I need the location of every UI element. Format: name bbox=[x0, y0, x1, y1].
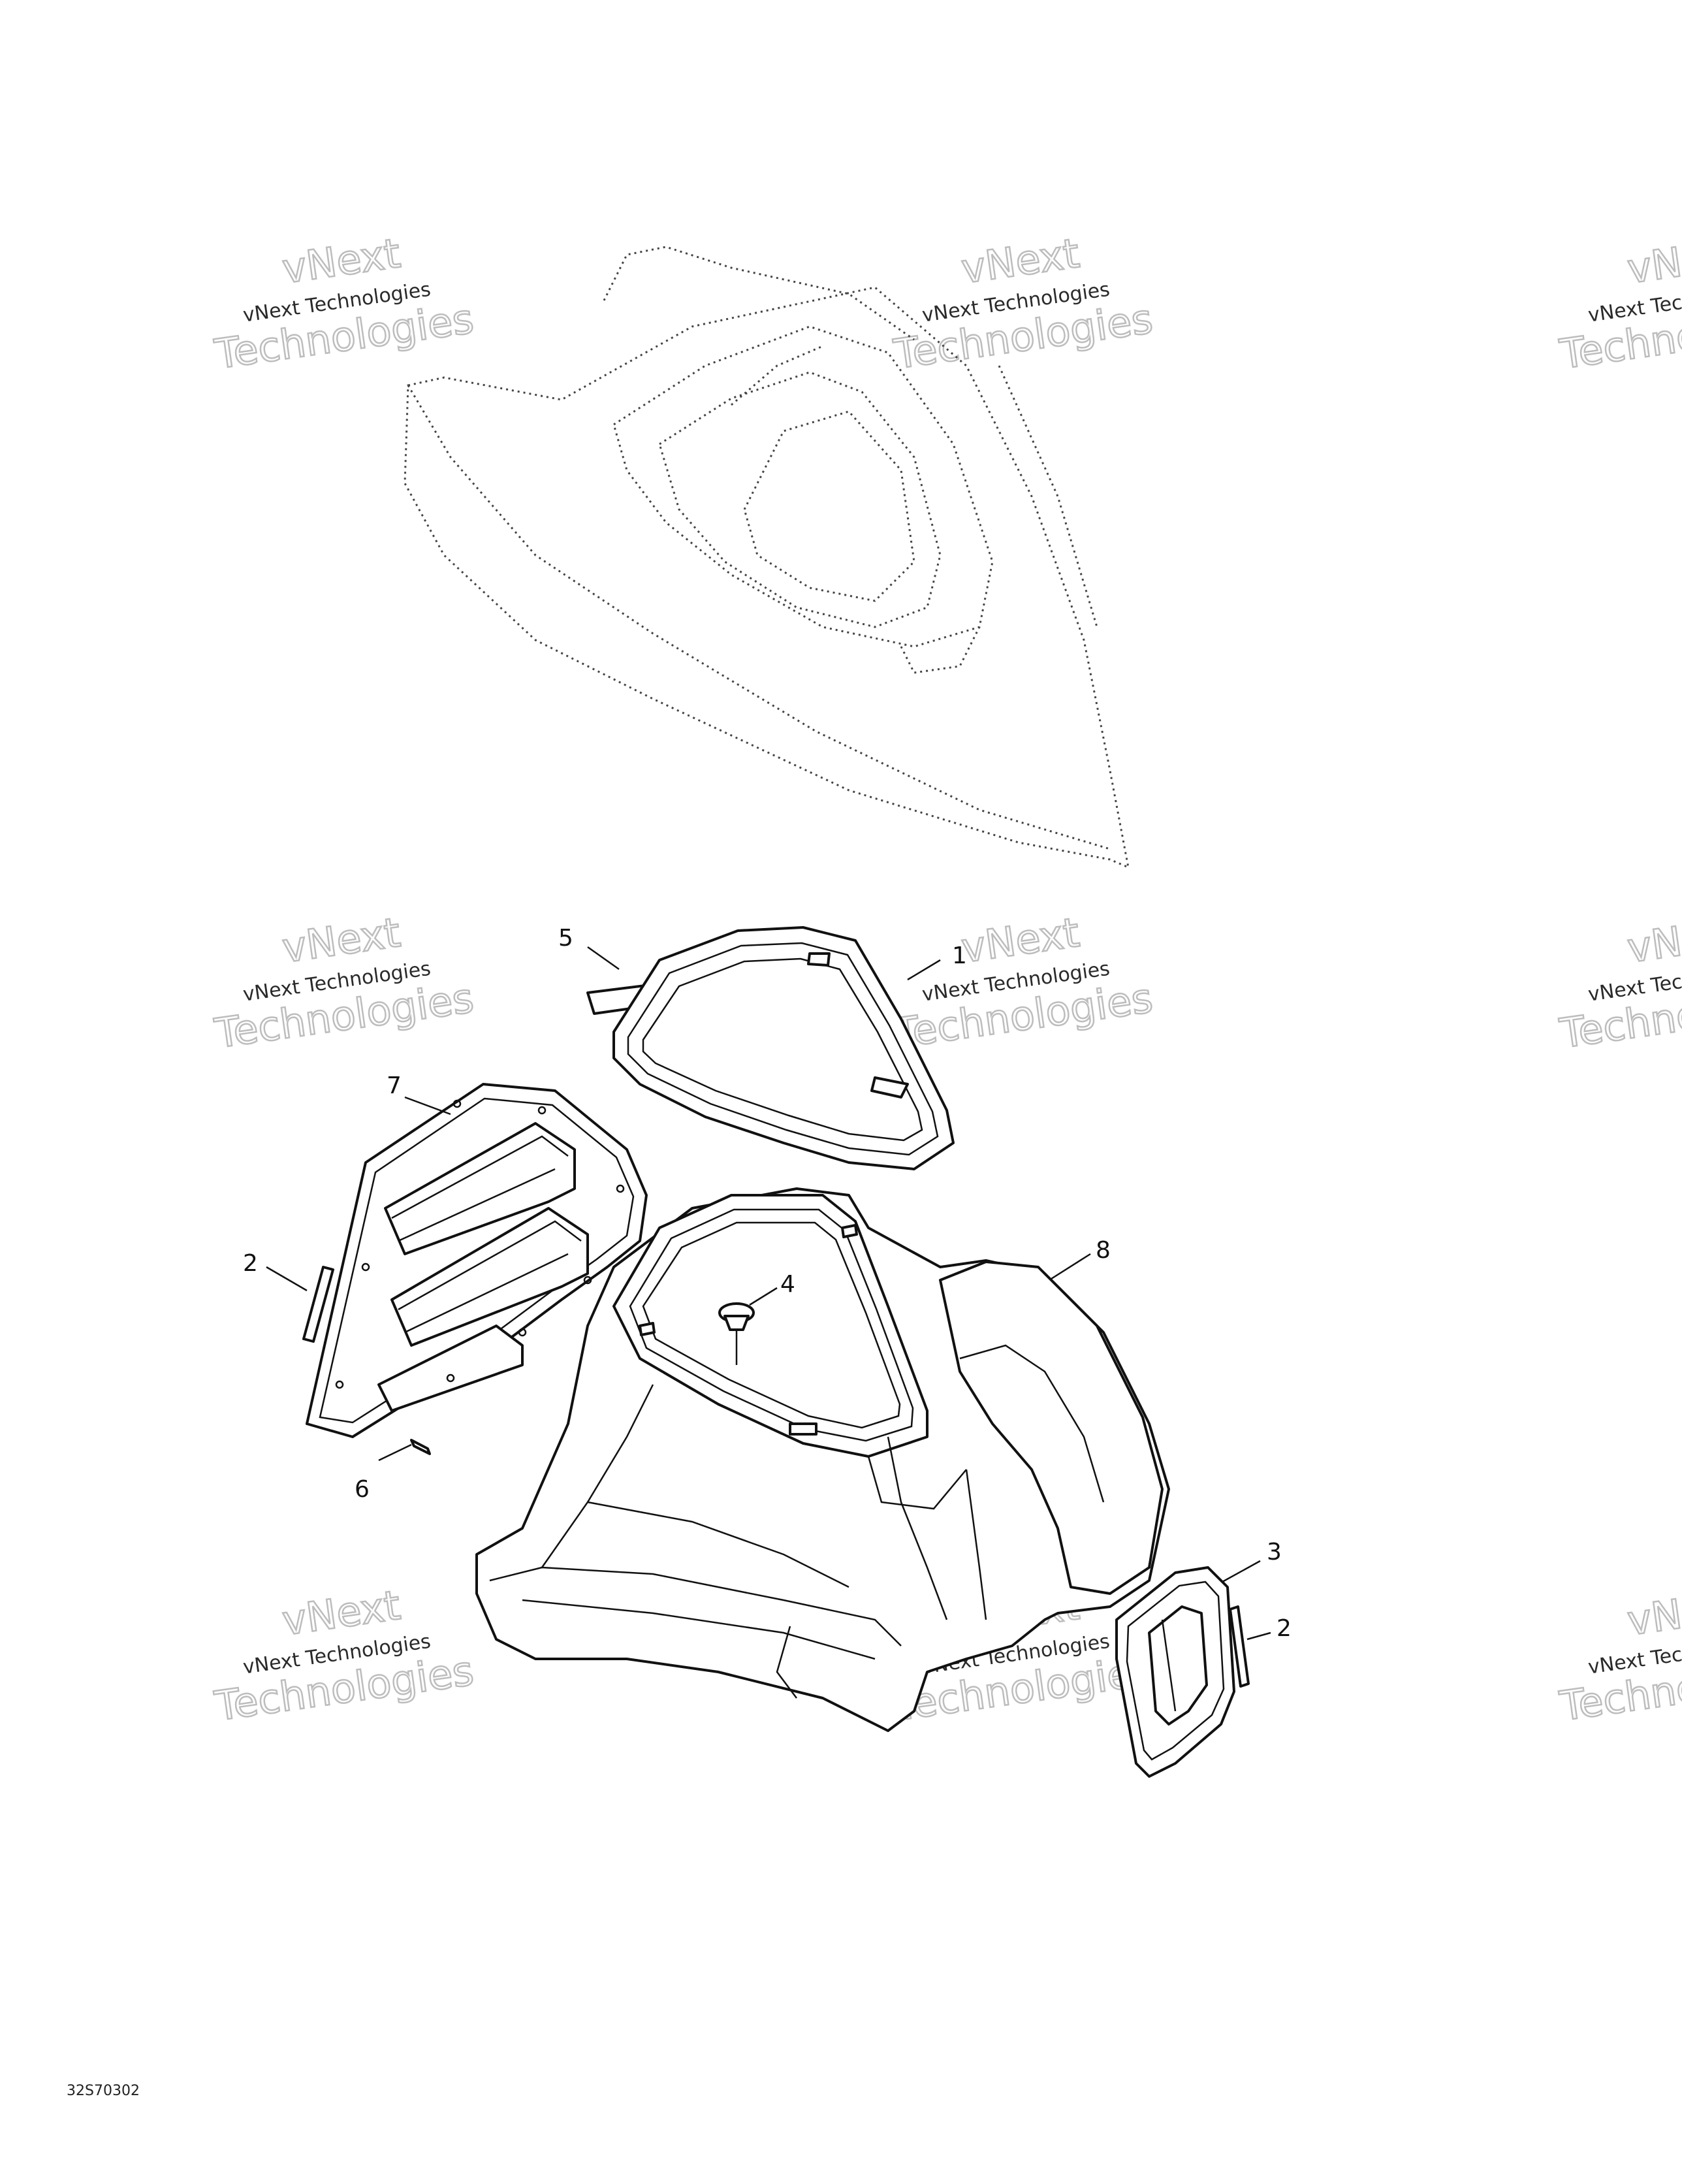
callout-6: 6 bbox=[355, 1476, 370, 1503]
watermark-line1: vNext bbox=[1625, 1581, 1682, 1645]
part-1-seal-frame bbox=[612, 926, 955, 1170]
ghost-hull-outline bbox=[404, 246, 1130, 869]
part-4-plug bbox=[718, 1302, 755, 1331]
watermark-line1: vNext bbox=[1625, 229, 1682, 293]
callout-1: 1 bbox=[952, 942, 967, 969]
callout-4: 4 bbox=[780, 1271, 795, 1298]
leader-line bbox=[266, 1266, 308, 1292]
part-3-handle bbox=[1115, 1566, 1235, 1778]
reference-code: 32S70302 bbox=[67, 2083, 140, 2099]
watermark: vNext vNext Technologies Technologies bbox=[1556, 1581, 1682, 1731]
watermark: vNext vNext Technologies Technologies bbox=[1556, 908, 1682, 1059]
watermark-line1: vNext bbox=[1625, 908, 1682, 972]
watermark-line1: vNext bbox=[959, 229, 1083, 293]
callout-5: 5 bbox=[558, 925, 573, 952]
part-2-bar-left bbox=[302, 1266, 334, 1343]
watermark: vNext vNext Technologies Technologies bbox=[1556, 229, 1682, 379]
leader-line bbox=[907, 959, 941, 981]
leader-line bbox=[1051, 1253, 1091, 1280]
callout-2: 2 bbox=[243, 1250, 258, 1277]
watermark-line1: vNext bbox=[959, 908, 1083, 972]
callouts: 5 1 7 2 8 4 6 3 2 bbox=[243, 925, 1292, 1642]
grille-holes bbox=[335, 1099, 625, 1389]
watermark: vNext vNext Technologies Technologies bbox=[890, 229, 1156, 379]
watermark-line1: vNext bbox=[279, 1581, 404, 1645]
callout-2: 2 bbox=[1277, 1615, 1292, 1642]
leader-line bbox=[587, 946, 620, 971]
watermark-line1: vNext bbox=[279, 229, 404, 293]
part-2-bar-right bbox=[1229, 1605, 1250, 1688]
callout-8: 8 bbox=[1096, 1237, 1111, 1264]
part-6-screw bbox=[410, 1439, 431, 1455]
leader-line bbox=[378, 1443, 412, 1462]
leader-line bbox=[749, 1287, 778, 1306]
watermark: vNext vNext Technologies Technologies bbox=[890, 908, 1156, 1059]
leader-line bbox=[404, 1096, 451, 1116]
part-8-housing bbox=[475, 1187, 1170, 1732]
part-7-vent-grille bbox=[306, 1083, 648, 1438]
watermark-line1: vNext bbox=[279, 908, 404, 972]
watermark: vNext vNext Technologies Technologies bbox=[211, 908, 477, 1059]
watermark: vNext vNext Technologies Technologies bbox=[211, 1581, 477, 1731]
leader-line bbox=[1222, 1560, 1261, 1583]
callout-7: 7 bbox=[387, 1072, 402, 1099]
leader-line bbox=[1246, 1631, 1271, 1641]
callout-3: 3 bbox=[1267, 1539, 1282, 1566]
watermark: vNext vNext Technologies Technologies bbox=[211, 229, 477, 379]
